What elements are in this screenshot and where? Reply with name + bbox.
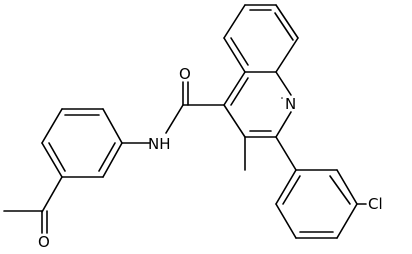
nh-label: NH	[148, 135, 171, 153]
quinoline-pyridine-ring	[223, 71, 292, 138]
chlorophenyl-ring	[275, 136, 367, 239]
chlorine-label: Cl	[368, 195, 383, 213]
acetyl-oxygen-label: O	[38, 233, 50, 251]
quinoline-benzo-ring	[223, 4, 299, 73]
acetyl-group	[3, 176, 63, 234]
amide-group	[121, 81, 225, 144]
ring-nitrogen-label: N	[285, 95, 296, 113]
acetylphenyl-ring	[41, 108, 123, 178]
amide-oxygen-label: O	[179, 65, 191, 83]
